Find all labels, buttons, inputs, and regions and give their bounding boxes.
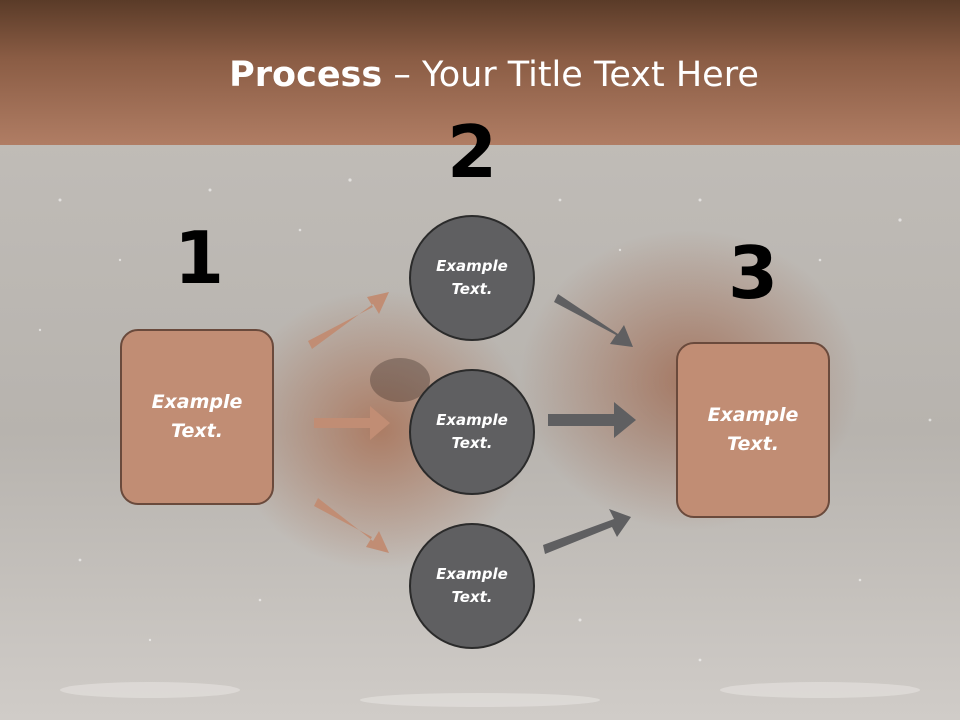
step-3-text: Example Text.: [707, 404, 799, 455]
title-bold: Process: [229, 55, 383, 95]
step-number-3: 3: [727, 231, 779, 315]
circle-top-text: Example Text.: [436, 257, 508, 298]
title-bar: [0, 0, 960, 145]
step-number-2: 2: [446, 110, 498, 194]
arrow-right-middle: [548, 402, 636, 438]
step-1-box: Example Text.: [120, 329, 274, 505]
step-3-box: Example Text.: [676, 342, 830, 518]
slide-title: Process – Your Title Text Here: [0, 52, 960, 98]
arrow-left-lower: [314, 498, 389, 553]
arrow-right-upper: [554, 294, 633, 347]
circle-middle-text: Example Text.: [436, 411, 508, 452]
step-number-1: 1: [173, 216, 225, 300]
arrow-right-lower: [543, 509, 631, 554]
title-rest: – Your Title Text Here: [382, 55, 759, 95]
step-2-circle-top: Example Text.: [409, 215, 535, 341]
step-2-circle-bottom: Example Text.: [409, 523, 535, 649]
circle-bottom-text: Example Text.: [436, 565, 508, 606]
arrow-left-upper: [308, 292, 389, 349]
step-1-text: Example Text.: [151, 391, 243, 442]
step-2-circle-middle: Example Text.: [409, 369, 535, 495]
arrow-left-middle: [314, 406, 390, 440]
